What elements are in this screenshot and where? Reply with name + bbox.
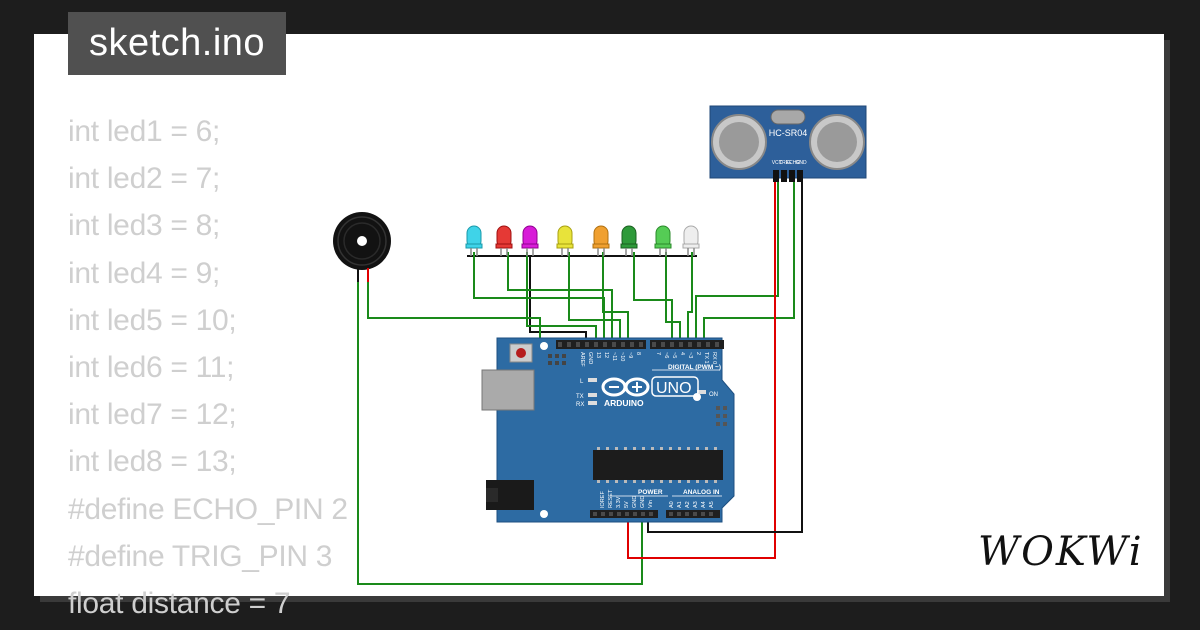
arduino-wordmark: ARDUINO bbox=[604, 398, 644, 408]
pin-label: 7 bbox=[655, 352, 661, 355]
code-line: #define TRIG_PIN 3 bbox=[68, 539, 333, 573]
sensor-pin-label: TRIG bbox=[779, 160, 791, 166]
pin-label: 5V bbox=[624, 501, 630, 508]
on-label: ON bbox=[709, 392, 718, 398]
wire-led8 bbox=[687, 252, 693, 345]
wire-led3 bbox=[526, 252, 597, 345]
pin-label: RESET bbox=[608, 489, 614, 508]
tx-label: TX bbox=[576, 394, 584, 400]
ultrasonic-sensor[interactable]: HC-SR04 VCC TRIG ECHO GND bbox=[709, 105, 867, 182]
pin-label: GND bbox=[587, 352, 593, 364]
wire-sensor-vcc bbox=[627, 182, 776, 559]
wire-buzzer-gnd bbox=[357, 280, 643, 585]
wire-sensor-echo bbox=[703, 182, 795, 345]
led[interactable] bbox=[495, 225, 513, 256]
pin-label: 3.3V bbox=[616, 496, 622, 508]
wokwi-logo: WOKWi bbox=[978, 529, 1144, 575]
pin-label: IOREF bbox=[600, 491, 606, 508]
pin-label: A0 bbox=[669, 501, 675, 508]
pin-label: A3 bbox=[693, 501, 699, 508]
led[interactable] bbox=[654, 225, 672, 256]
code-line: int led4 = 9; bbox=[68, 256, 221, 290]
sensor-pin-label: VCC bbox=[772, 160, 783, 166]
usb-port bbox=[481, 369, 535, 411]
power-label: POWER bbox=[638, 489, 663, 496]
buzzer[interactable] bbox=[333, 212, 391, 282]
led[interactable] bbox=[592, 225, 610, 256]
code-line: #define ECHO_PIN 2 bbox=[68, 492, 348, 526]
pin-label: A1 bbox=[677, 501, 683, 508]
pin-label: 4 bbox=[679, 352, 685, 355]
digital-header-left bbox=[556, 340, 646, 349]
led[interactable] bbox=[620, 225, 638, 256]
uno-label: UNO bbox=[656, 380, 692, 397]
code-line: int led6 = 11; bbox=[68, 351, 235, 385]
digital-label: DIGITAL (PWM ~) bbox=[668, 364, 721, 371]
pin-label: A2 bbox=[685, 501, 691, 508]
pin-label: Vin bbox=[648, 500, 654, 508]
pin-label: ~11 bbox=[611, 352, 617, 361]
pin-label: RX 0 bbox=[711, 352, 717, 364]
pin-label: ~3 bbox=[687, 352, 693, 358]
pin-label: ~10 bbox=[619, 352, 625, 361]
led-array bbox=[465, 225, 700, 256]
led[interactable] bbox=[682, 225, 700, 256]
pin-label: ~5 bbox=[671, 352, 677, 358]
pin-label: A4 bbox=[701, 501, 707, 508]
file-tab[interactable]: sketch.ino bbox=[68, 12, 286, 75]
wire-buzzer-signal bbox=[367, 280, 541, 342]
wires bbox=[357, 182, 803, 585]
sensor-pin-label: ECHO bbox=[786, 160, 801, 166]
digital-header-right bbox=[650, 340, 724, 349]
power-header bbox=[590, 510, 658, 518]
code-editor: int led1 = 6; int led2 = 7; int led3 = 8… bbox=[68, 108, 348, 627]
code-line: int led3 = 8; bbox=[68, 209, 221, 243]
wire-black-led-gnd bbox=[529, 256, 587, 345]
wire-led7 bbox=[665, 252, 681, 345]
pin-label: A5 bbox=[709, 501, 715, 508]
pin-label: GND bbox=[632, 496, 638, 508]
wire-led5 bbox=[602, 252, 629, 345]
microcontroller-chip bbox=[593, 450, 723, 480]
wire-led1 bbox=[473, 252, 605, 345]
wire-led4 bbox=[568, 252, 621, 345]
wire-sensor-trig bbox=[695, 182, 779, 345]
pin-label: 8 bbox=[635, 352, 641, 355]
sensor-pin-label: GND bbox=[795, 160, 807, 166]
sensor-model-label: HC-SR04 bbox=[769, 128, 808, 138]
code-line: int led1 = 6; bbox=[68, 115, 221, 148]
code-line: float distance = 7 bbox=[68, 587, 291, 621]
pin-label: GND bbox=[640, 496, 646, 508]
led[interactable] bbox=[521, 225, 539, 256]
arduino-infinity-icon bbox=[601, 377, 650, 397]
rx-label: RX bbox=[576, 402, 584, 408]
led[interactable] bbox=[556, 225, 574, 256]
pin-label: TX 1 bbox=[703, 352, 709, 364]
pin-label: 2 bbox=[695, 352, 701, 355]
code-line: int led5 = 10; bbox=[68, 303, 237, 337]
analog-label: ANALOG IN bbox=[683, 489, 720, 496]
l-label: L bbox=[580, 379, 584, 385]
pin-label: 13 bbox=[595, 352, 601, 358]
pin-label: ~9 bbox=[627, 352, 633, 358]
pin-label: AREF bbox=[579, 352, 585, 367]
code-line: int led7 = 12; bbox=[68, 398, 237, 432]
code-line: int led2 = 7; bbox=[68, 162, 221, 196]
code-line: int led8 = 13; bbox=[68, 445, 237, 479]
pin-label: ~6 bbox=[663, 352, 669, 358]
pin-label: 12 bbox=[603, 352, 609, 358]
wire-led2 bbox=[507, 252, 613, 345]
led[interactable] bbox=[465, 225, 483, 256]
arduino-uno-board[interactable]: AREF GND 13 12 ~11 ~10 ~9 8 7 ~6 ~5 4 ~3… bbox=[481, 337, 735, 523]
